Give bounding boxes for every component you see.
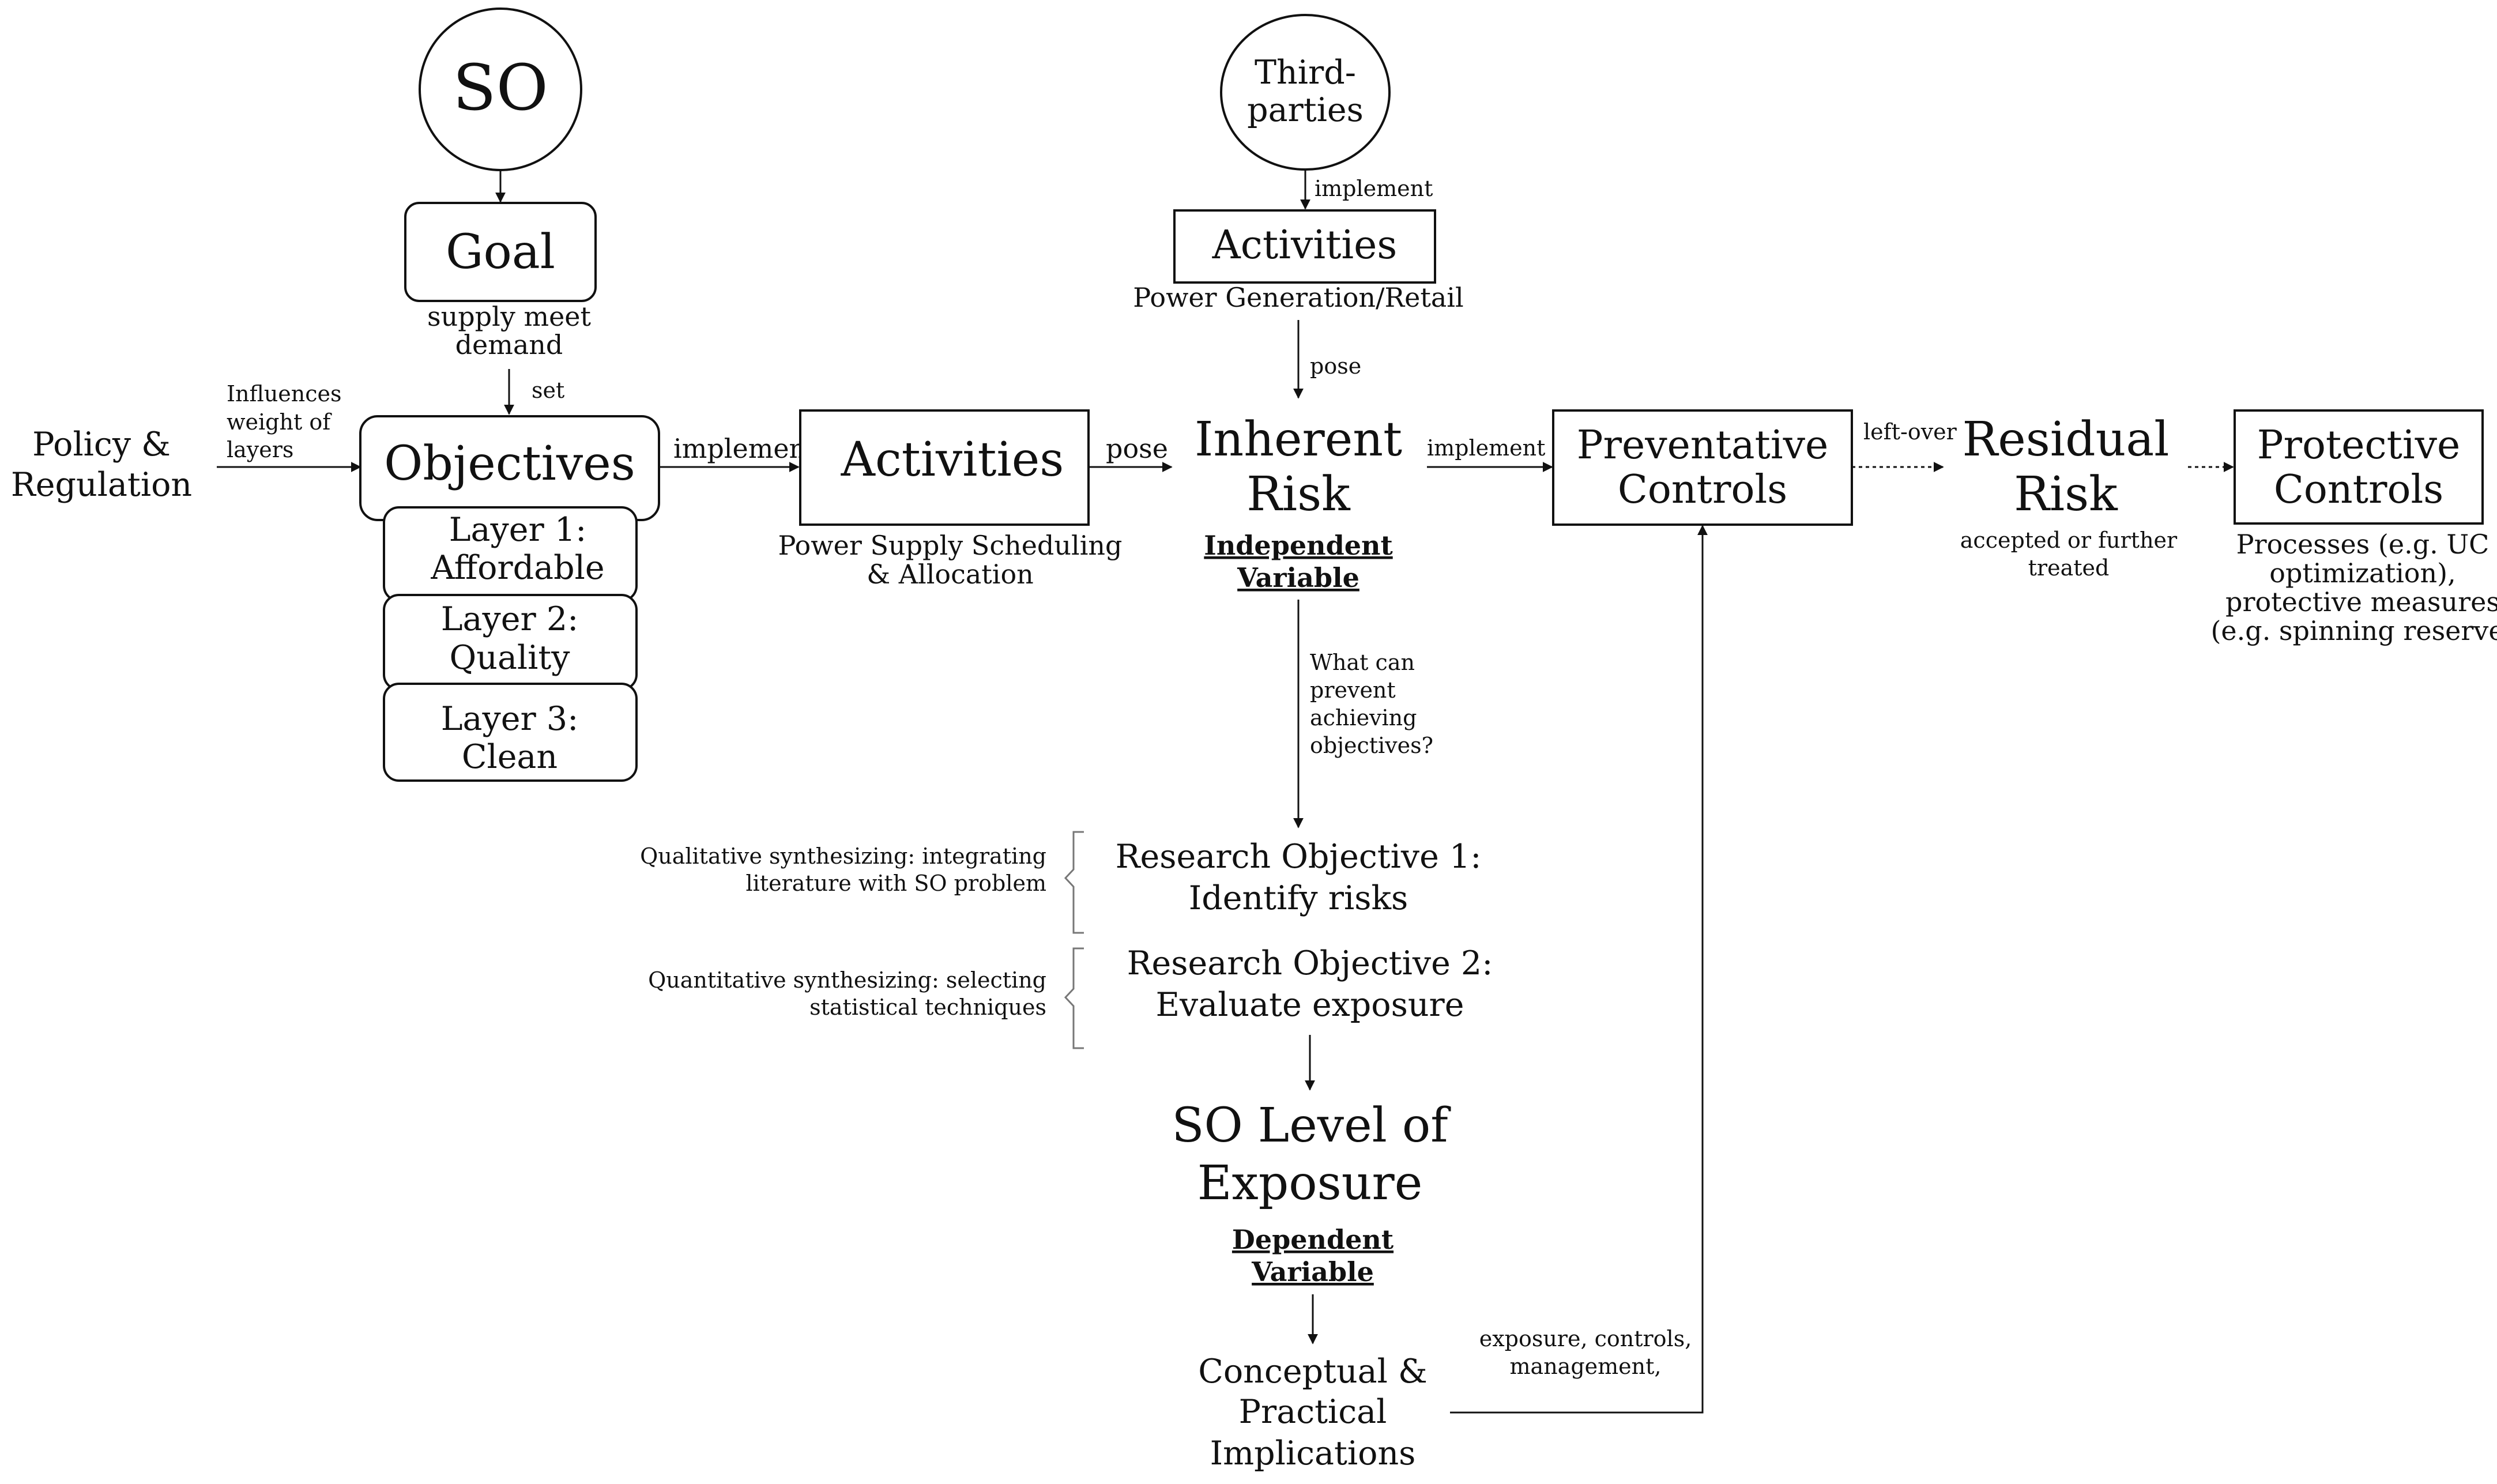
objectives-label: Objectives bbox=[384, 436, 635, 491]
research-obj1-line1: Research Objective 1: bbox=[1116, 838, 1482, 876]
protective-caption-line2: optimization), bbox=[2269, 558, 2455, 589]
question-line1: What can bbox=[1310, 650, 1415, 675]
so-level-line2: Exposure bbox=[1197, 1156, 1423, 1211]
protective-caption-line3: protective measures bbox=[2225, 586, 2497, 617]
residual-caption-line1: accepted or further bbox=[1960, 528, 2178, 553]
activities-main-label: Activities bbox=[841, 432, 1064, 487]
inherent-risk-line1: Inherent bbox=[1195, 412, 1402, 467]
residual-risk-line2: Risk bbox=[2014, 467, 2118, 522]
activities-main-node: Activities bbox=[799, 409, 1090, 526]
question-line4: objectives? bbox=[1310, 733, 1433, 758]
edge-label-implement-third: implement bbox=[1315, 176, 1433, 201]
quantitative-brace bbox=[1064, 947, 1084, 1049]
feedback-line2: management, bbox=[1510, 1354, 1662, 1379]
preventative-line1: Preventative bbox=[1577, 423, 1829, 468]
research-obj1-line2: Identify risks bbox=[1189, 879, 1408, 917]
residual-risk-line1: Residual bbox=[1963, 412, 2170, 467]
edge-label-pose-main: pose bbox=[1106, 433, 1168, 464]
so-level-line1: SO Level of bbox=[1172, 1098, 1451, 1153]
residual-caption-line2: treated bbox=[2028, 555, 2110, 581]
preventative-controls-node: Preventative Controls bbox=[1552, 409, 1853, 526]
goal-caption-line2: demand bbox=[455, 329, 563, 360]
goal-caption-line1: supply meet bbox=[427, 301, 592, 332]
goal-node: Goal bbox=[404, 202, 597, 302]
question-line2: prevent bbox=[1310, 677, 1396, 703]
qualitative-note-line2: literature with SO problem bbox=[746, 871, 1047, 896]
quantitative-note-line2: statistical techniques bbox=[809, 995, 1046, 1020]
protective-caption-line1: Processes (e.g. UC bbox=[2236, 529, 2490, 560]
implications-line2: Practical bbox=[1239, 1393, 1387, 1431]
layer-1-node: Layer 1: Affordable bbox=[383, 506, 638, 602]
layer-2-line2: Quality bbox=[450, 639, 571, 677]
layer-3-line2: Clean bbox=[462, 738, 558, 776]
third-parties-node: Third- parties bbox=[1220, 14, 1391, 171]
qualitative-note-line1: Qualitative synthesizing: integrating bbox=[640, 843, 1046, 869]
quantitative-note-line1: Quantitative synthesizing: selecting bbox=[648, 967, 1046, 993]
research-obj2-line2: Evaluate exposure bbox=[1155, 986, 1464, 1024]
influences-line2: weight of bbox=[227, 409, 332, 435]
policy-line2: Regulation bbox=[11, 466, 192, 504]
goal-label: Goal bbox=[446, 225, 555, 280]
layer-2-node: Layer 2: Quality bbox=[383, 594, 638, 691]
influences-line3: layers bbox=[227, 437, 293, 462]
activities-main-caption-line1: Power Supply Scheduling bbox=[778, 530, 1122, 561]
activities-top-label: Activities bbox=[1212, 223, 1398, 268]
layer-1-line2: Affordable bbox=[430, 549, 604, 587]
protective-line1: Protective bbox=[2257, 423, 2461, 468]
objectives-node: Objectives bbox=[359, 415, 660, 521]
edge-label-left-over: left-over bbox=[1863, 419, 1957, 445]
protective-line2: Controls bbox=[2274, 467, 2443, 513]
so-label: SO bbox=[453, 51, 548, 125]
feedback-line1: exposure, controls, bbox=[1479, 1326, 1692, 1351]
edge-label-implement-objectives: implement bbox=[673, 433, 817, 464]
independent-variable-line1: Independent bbox=[1204, 530, 1393, 561]
policy-line1: Policy & bbox=[32, 425, 171, 464]
edge-label-pose-top: pose bbox=[1310, 353, 1361, 379]
layer-2-line1: Layer 2: bbox=[441, 600, 579, 638]
activities-top-caption: Power Generation/Retail bbox=[1133, 282, 1463, 313]
layer-3-node: Layer 3: Clean bbox=[383, 683, 638, 782]
qualitative-brace bbox=[1064, 831, 1084, 934]
dependent-variable-line2: Variable bbox=[1251, 1256, 1374, 1287]
layer-3-line1: Layer 3: bbox=[441, 700, 579, 738]
independent-variable-line2: Variable bbox=[1237, 562, 1359, 593]
influences-line1: Influences bbox=[227, 381, 342, 406]
protective-controls-node: Protective Controls bbox=[2234, 409, 2484, 525]
edge-label-set: set bbox=[532, 378, 564, 403]
layer-1-line1: Layer 1: bbox=[449, 511, 587, 549]
inherent-risk-line2: Risk bbox=[1246, 467, 1351, 522]
activities-top-node: Activities bbox=[1173, 209, 1436, 284]
dependent-variable-line1: Dependent bbox=[1232, 1224, 1394, 1255]
implications-line3: Implications bbox=[1210, 1434, 1416, 1472]
activities-main-caption-line2: & Allocation bbox=[867, 559, 1034, 590]
edge-label-implement-risk: implement bbox=[1427, 435, 1545, 461]
implications-line1: Conceptual & bbox=[1198, 1353, 1427, 1391]
so-node: SO bbox=[419, 7, 582, 171]
preventative-line2: Controls bbox=[1618, 467, 1787, 513]
third-parties-line2: parties bbox=[1247, 91, 1364, 129]
third-parties-line1: Third- bbox=[1255, 54, 1356, 92]
implications-to-preventative-edge bbox=[1450, 525, 1708, 1414]
protective-caption-line4: (e.g. spinning reserve) bbox=[2210, 615, 2497, 646]
research-obj2-line1: Research Objective 2: bbox=[1127, 944, 1493, 982]
question-line3: achieving bbox=[1310, 705, 1417, 730]
